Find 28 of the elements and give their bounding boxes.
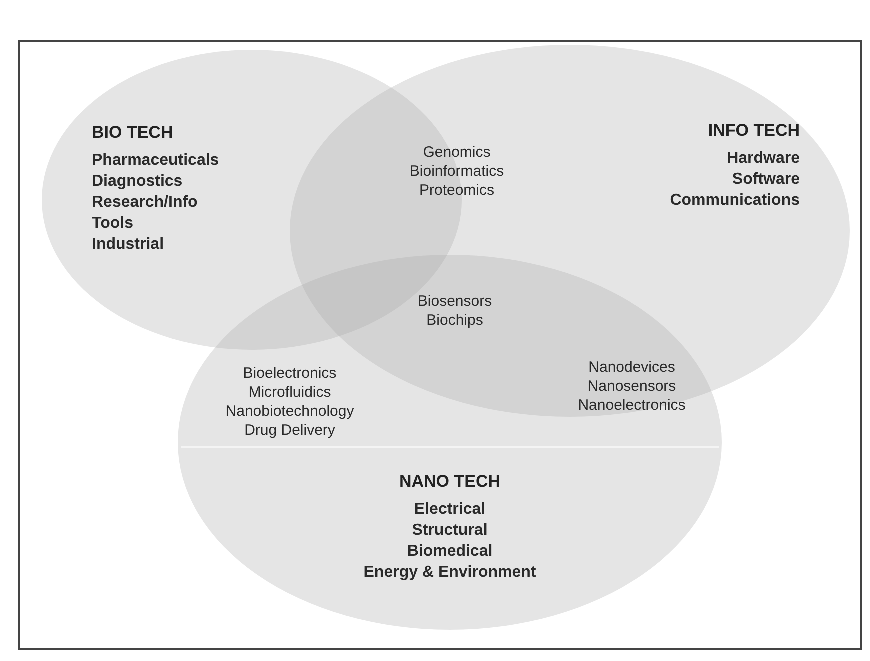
circle-item: Software	[731, 170, 800, 190]
overlap-item: Bioinformatics	[410, 162, 504, 181]
circle-item: Electrical	[413, 500, 487, 520]
overlap-item: Microfluidics	[248, 383, 332, 402]
circle-item: Hardware	[726, 149, 800, 169]
circle-heading: NANO TECH	[398, 471, 502, 493]
circle-item: Industrial	[92, 235, 166, 255]
overlap-item: Biosensors	[418, 292, 492, 311]
circle-heading: BIO TECH	[92, 122, 174, 144]
overlap-item: Bioelectronics	[243, 364, 337, 383]
circle-item: Biomedical	[406, 542, 494, 562]
venn-circle	[178, 255, 722, 630]
circle-heading: INFO TECH	[707, 120, 800, 142]
overlap-item: Nanosensors	[588, 377, 676, 396]
circle-item: Pharmaceuticals	[92, 151, 220, 171]
circle-item: Diagnostics	[92, 172, 184, 192]
circle-item: Research/Info	[92, 193, 199, 213]
circle-item: Communications	[670, 191, 800, 211]
overlap-item: Nanoelectronics	[578, 396, 686, 415]
overlap-item: Genomics	[423, 143, 491, 162]
circle-item: Energy & Environment	[362, 563, 538, 583]
overlap-item: Biochips	[426, 311, 484, 330]
overlap-item: Proteomics	[419, 181, 495, 200]
circle-item: Tools	[92, 214, 134, 234]
overlap-item: Drug Delivery	[244, 421, 336, 440]
overlap-item: Nanodevices	[588, 358, 676, 377]
overlap-item: Nanobiotechnology	[226, 402, 354, 421]
circle-item: Structural	[411, 521, 489, 541]
